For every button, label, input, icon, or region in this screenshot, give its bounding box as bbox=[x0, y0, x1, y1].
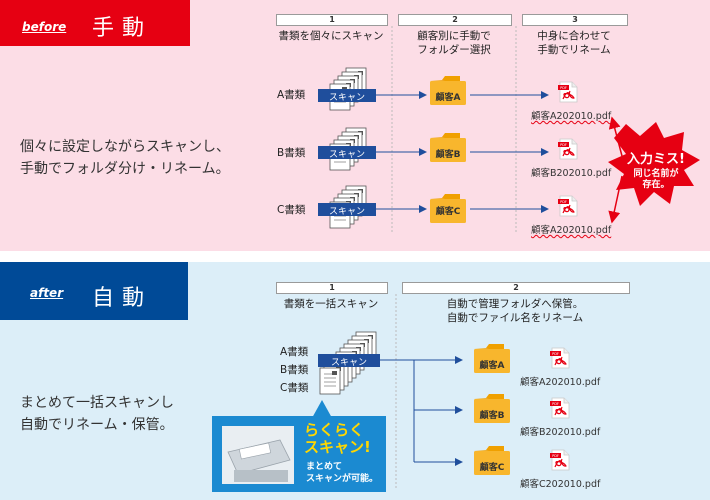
before-step-3-label: 中身に合わせて手動でリネーム bbox=[537, 30, 611, 56]
pdf-file-icon bbox=[557, 138, 578, 160]
callout-line-1: まとめて bbox=[306, 462, 343, 472]
before-scan-b-label: スキャン bbox=[328, 150, 365, 160]
callout-title-1: らくらく bbox=[304, 421, 365, 439]
pdf-file-icon bbox=[549, 397, 570, 419]
before-step-3-number: 3 bbox=[522, 14, 628, 26]
pdf-file-icon bbox=[549, 347, 570, 369]
after-pdf-c-label: 顧客C202010.pdf bbox=[520, 479, 601, 490]
before-doc-c-label: C書類 bbox=[277, 204, 306, 216]
after-folder-a-label: 顧客A bbox=[479, 361, 505, 371]
before-step-1-label: 書類を個々にスキャン bbox=[278, 30, 384, 42]
before-doc-b-label: B書類 bbox=[277, 147, 306, 159]
before-pdf-b-label: 顧客B202010.pdf bbox=[531, 168, 612, 179]
scanner-photo bbox=[222, 426, 294, 484]
before-pdf-c-label: 顧客A202010.pdf bbox=[531, 225, 612, 236]
callout-line-2: スキャンが可能。 bbox=[306, 474, 379, 484]
error-burst-line2: 存在。 bbox=[642, 180, 670, 190]
after-doc-a-label: A書類 bbox=[280, 346, 309, 358]
after-step-1-label: 書類を一括スキャン bbox=[283, 298, 379, 310]
after-pdf-b-label: 顧客B202010.pdf bbox=[520, 427, 601, 438]
error-arrow-up bbox=[608, 116, 623, 157]
error-burst bbox=[608, 116, 700, 224]
after-step-2-number: 2 bbox=[402, 282, 630, 294]
after-badge: after 自動 bbox=[0, 262, 188, 320]
after-document-stack bbox=[318, 331, 380, 395]
after-description: まとめて一括スキャンし 自動でリネーム・保管。 bbox=[20, 395, 174, 433]
after-step-2-label: 自動で管理フォルダへ保管。自動でファイル名をリネーム bbox=[446, 298, 584, 324]
before-row-a bbox=[318, 67, 578, 111]
pdf-file-icon bbox=[549, 449, 570, 471]
before-step-2-label: 顧客別に手動でフォルダー選択 bbox=[417, 30, 491, 56]
after-arrows bbox=[380, 356, 463, 466]
callout-title-2: スキャン! bbox=[304, 438, 371, 456]
scan-label-bg bbox=[318, 89, 376, 102]
error-arrow-down bbox=[608, 175, 623, 224]
before-folder-a-label: 顧客A bbox=[435, 93, 461, 103]
pdf-file-icon bbox=[557, 195, 578, 217]
error-burst-title: 入力ミス! bbox=[627, 152, 685, 167]
after-badge-jp: 自動 bbox=[92, 286, 153, 311]
before-folder-c-label: 顧客C bbox=[435, 207, 461, 217]
rakuraku-callout bbox=[212, 400, 386, 492]
before-step-1-number: 1 bbox=[276, 14, 388, 26]
after-scan-label: スキャン bbox=[330, 358, 367, 368]
error-burst-line1: 同じ名前が bbox=[633, 169, 679, 179]
before-step-2-number: 2 bbox=[398, 14, 512, 26]
after-folder-c-label: 顧客C bbox=[479, 463, 505, 473]
after-pdf-a-label: 顧客A202010.pdf bbox=[520, 377, 601, 388]
after-badge-en: after bbox=[30, 286, 64, 300]
before-doc-a-label: A書類 bbox=[277, 89, 306, 101]
before-row-b bbox=[318, 127, 578, 171]
before-row-c bbox=[318, 185, 578, 229]
before-badge-en: before bbox=[22, 20, 67, 34]
before-badge-jp: 手動 bbox=[92, 16, 153, 41]
before-badge: before 手動 bbox=[0, 0, 190, 46]
after-step-1-number: 1 bbox=[276, 282, 388, 294]
before-scan-a-label: スキャン bbox=[328, 93, 365, 103]
before-description: 個々に設定しながらスキャンし、 手動でフォルダ分け・リネーム。 bbox=[20, 139, 230, 177]
after-doc-c-label: C書類 bbox=[280, 382, 309, 394]
after-doc-b-label: B書類 bbox=[280, 364, 309, 376]
before-pdf-a-label: 顧客A202010.pdf bbox=[531, 111, 612, 122]
before-folder-b-label: 顧客B bbox=[435, 150, 461, 160]
before-scan-c-label: スキャン bbox=[328, 207, 365, 217]
pdf-file-icon bbox=[557, 81, 578, 103]
after-folder-b-label: 顧客B bbox=[479, 411, 505, 421]
